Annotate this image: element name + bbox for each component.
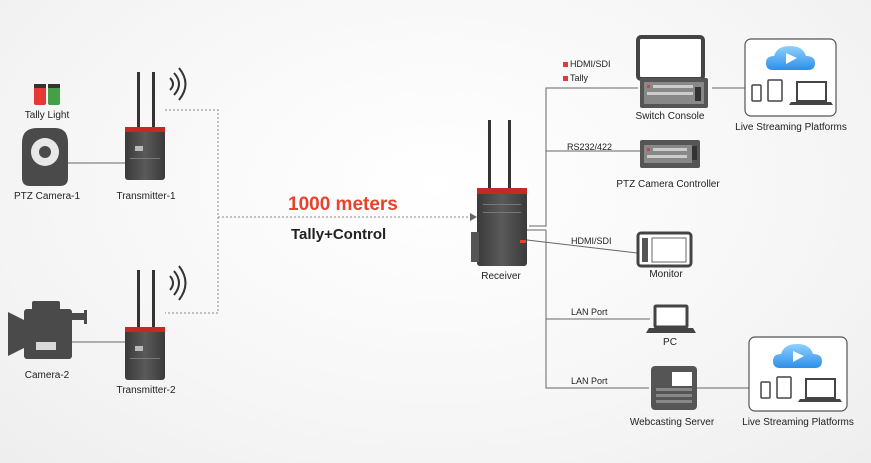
wifi-signal-icon <box>169 265 187 301</box>
streaming-platform-box <box>744 38 837 117</box>
receiver-device <box>471 120 527 266</box>
tally-light-icon <box>34 84 60 105</box>
transmitter-2-device <box>125 270 165 380</box>
monitor-icon <box>636 231 693 268</box>
monitor-label: Monitor <box>649 269 683 280</box>
ptz-controller-icon <box>640 140 700 168</box>
connection-label: Tally <box>563 73 588 83</box>
webcasting-server-label: Webcasting Server <box>629 417 715 428</box>
pc-label: PC <box>663 337 677 348</box>
laptop-icon <box>646 304 696 333</box>
connection-label: LAN Port <box>571 376 608 386</box>
bullet-icon <box>563 76 568 82</box>
transmitter-2-label: Transmitter-2 <box>116 385 176 396</box>
switch-console-icon <box>636 35 708 108</box>
ptz-controller-label: PTZ Camera Controller <box>616 179 720 190</box>
platform-label: Live Streaming Platforms <box>742 417 854 428</box>
arrow-head <box>470 213 477 221</box>
transmitter-1-device <box>125 72 165 180</box>
streaming-platform-box <box>748 336 848 412</box>
camera-2-label: Camera-2 <box>24 370 70 381</box>
ptz-camera-1-label: PTZ Camera-1 <box>13 191 81 202</box>
signal-label: Tally+Control <box>291 226 387 243</box>
connection-label: HDMI/SDI <box>571 236 612 246</box>
connection-label: RS232/422 <box>567 142 613 152</box>
transmitter-1-label: Transmitter-1 <box>116 191 176 202</box>
connection-label: HDMI/SDI <box>563 59 611 69</box>
switch-console-label: Switch Console <box>635 111 705 122</box>
tally-light-label: Tally Light <box>24 110 70 121</box>
connection-label: LAN Port <box>571 307 608 317</box>
ptz-camera-icon <box>22 128 68 186</box>
distance-label: 1000 meters <box>288 194 398 215</box>
bullet-icon <box>563 62 568 68</box>
connection-lines <box>66 87 749 389</box>
server-icon <box>651 366 697 410</box>
wifi-signal-icon <box>169 67 187 101</box>
camcorder-icon <box>8 301 87 359</box>
platform-label: Live Streaming Platforms <box>735 122 847 133</box>
receiver-label: Receiver <box>481 271 521 282</box>
